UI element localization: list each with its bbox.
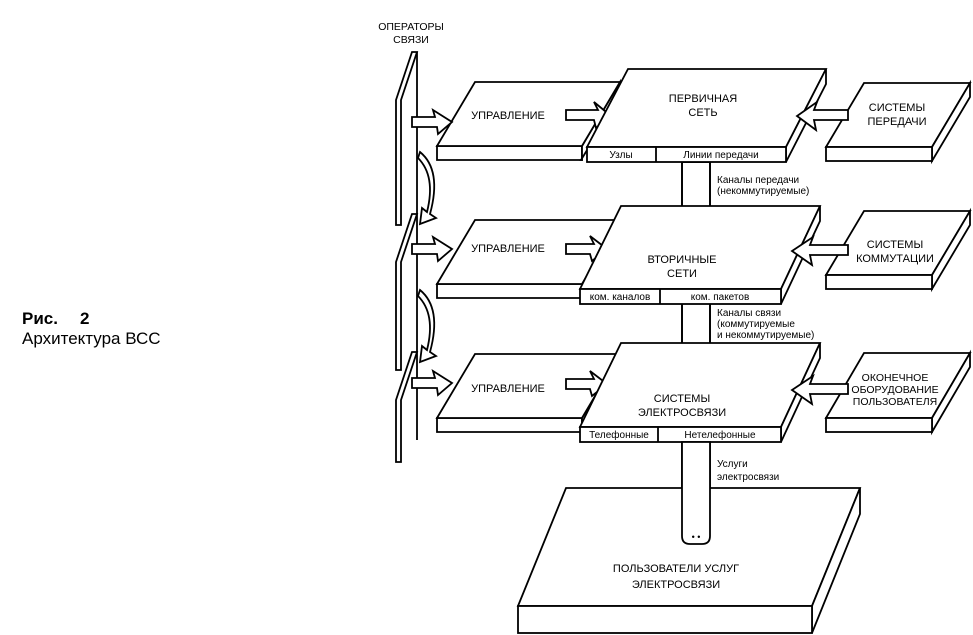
link-label-secondary-line3: и некоммутируемые) — [717, 330, 814, 341]
arrow-op-ctrl-1 — [411, 107, 454, 136]
primary-label-line2: СЕТЬ — [688, 107, 717, 119]
side-box-transmission: СИСТЕМЫ ПЕРЕДАЧИ — [824, 79, 972, 165]
operators-label-line2: СВЯЗИ — [393, 34, 429, 46]
telecom-cell-telephone: Телефонные — [589, 429, 649, 441]
side-label-transmission-line2: ПЕРЕДАЧИ — [867, 116, 926, 128]
primary-label-line1: ПЕРВИЧНАЯ — [669, 93, 737, 105]
operators-label-line1: ОПЕРАТОРЫ — [378, 21, 444, 33]
link-label-primary-line1: Каналы передачи — [717, 175, 799, 186]
plate-secondary-networks: ВТОРИЧНЫЕ СЕТИ ком. каналов ком. пакетов — [578, 205, 822, 305]
side-box-switching: СИСТЕМЫ КОММУТАЦИИ — [824, 207, 972, 293]
link-label-telecom-line1: Услуги — [717, 459, 748, 470]
pipe-overlays — [681, 163, 711, 343]
secondary-label-line1: ВТОРИЧНЫЕ — [648, 254, 717, 266]
control-box-secondary: УПРАВЛЕНИЕ — [435, 216, 622, 302]
side-label-transmission-line1: СИСТЕМЫ — [869, 102, 925, 114]
side-box-terminal-equipment: ОКОНЕЧНОЕ ОБОРУДОВАНИЕ ПОЛЬЗОВАТЕЛЯ — [824, 349, 972, 436]
arrow-op-ctrl-2 — [411, 234, 454, 263]
secondary-cell-circuit: ком. каналов — [590, 292, 651, 303]
figure-title: Архитектура ВСС — [22, 329, 161, 348]
side-label-switching-line1: СИСТЕМЫ — [867, 239, 923, 251]
plate-primary-network: ПЕРВИЧНАЯ СЕТЬ Узлы Линии передачи — [585, 68, 828, 163]
link-label-primary-line2: (некоммутируемые) — [717, 186, 809, 197]
plate-users: ПОЛЬЗОВАТЕЛИ УСЛУГ ЭЛЕКТРОСВЯЗИ — [516, 487, 862, 634]
side-label-terminal-line2: ОБОРУДОВАНИЕ — [851, 384, 938, 396]
figure-label-text: Рис. — [22, 309, 58, 328]
operators-curved-arrows — [416, 150, 438, 364]
curved-arrow-upper — [416, 150, 438, 226]
secondary-cell-packet: ком. пакетов — [691, 292, 750, 303]
control-label-secondary: УПРАВЛЕНИЕ — [471, 243, 545, 255]
operator-panel-3 — [395, 351, 419, 463]
arrow-op-ctrl-3 — [411, 368, 454, 397]
arrow-side-main-1 — [795, 99, 849, 133]
arrow-side-main-3 — [790, 373, 849, 407]
control-label-telecom: УПРАВЛЕНИЕ — [471, 383, 545, 395]
primary-cell-nodes: Узлы — [609, 150, 632, 161]
plate-telecom-systems: СИСТЕМЫ ЭЛЕКТРОСВЯЗИ Телефонные Нетелефо… — [578, 342, 822, 443]
curved-arrow-lower — [416, 288, 438, 364]
telecom-label-line1: СИСТЕМЫ — [654, 393, 710, 405]
side-label-switching-line2: КОММУТАЦИИ — [856, 253, 934, 265]
svg-text:• •: • • — [692, 532, 701, 542]
secondary-label-line2: СЕТИ — [667, 268, 697, 280]
telecom-label-line2: ЭЛЕКТРОСВЯЗИ — [638, 407, 726, 419]
users-label-line1: ПОЛЬЗОВАТЕЛИ УСЛУГ — [613, 563, 739, 575]
arrows-operators-to-control — [411, 107, 454, 397]
operators-panels — [395, 51, 419, 463]
side-label-terminal-line3: ПОЛЬЗОВАТЕЛЯ — [853, 396, 937, 408]
operator-panel-2 — [395, 213, 419, 371]
pipe-users-overlay: • • — [681, 441, 711, 545]
arrow-side-main-2 — [790, 234, 849, 268]
telecom-cell-nontelephone: Нетелефонные — [684, 429, 756, 441]
link-label-secondary-line1: Каналы связи — [717, 308, 781, 319]
primary-cell-lines: Линии передачи — [683, 150, 758, 161]
arrows-side-to-main — [790, 99, 849, 407]
users-label-line2: ЭЛЕКТРОСВЯЗИ — [632, 579, 720, 591]
figure-label: Рис. 2 — [22, 309, 161, 329]
link-label-telecom-line2: электросвязи — [717, 472, 779, 483]
operator-panel-1 — [395, 51, 419, 226]
control-label-primary: УПРАВЛЕНИЕ — [471, 110, 545, 122]
figure-caption: Рис. 2 Архитектура ВСС — [22, 309, 161, 349]
figure-number: 2 — [79, 309, 90, 328]
link-label-secondary-line2: (коммутируемые — [717, 319, 795, 330]
side-label-terminal-line1: ОКОНЕЧНОЕ — [862, 372, 929, 384]
